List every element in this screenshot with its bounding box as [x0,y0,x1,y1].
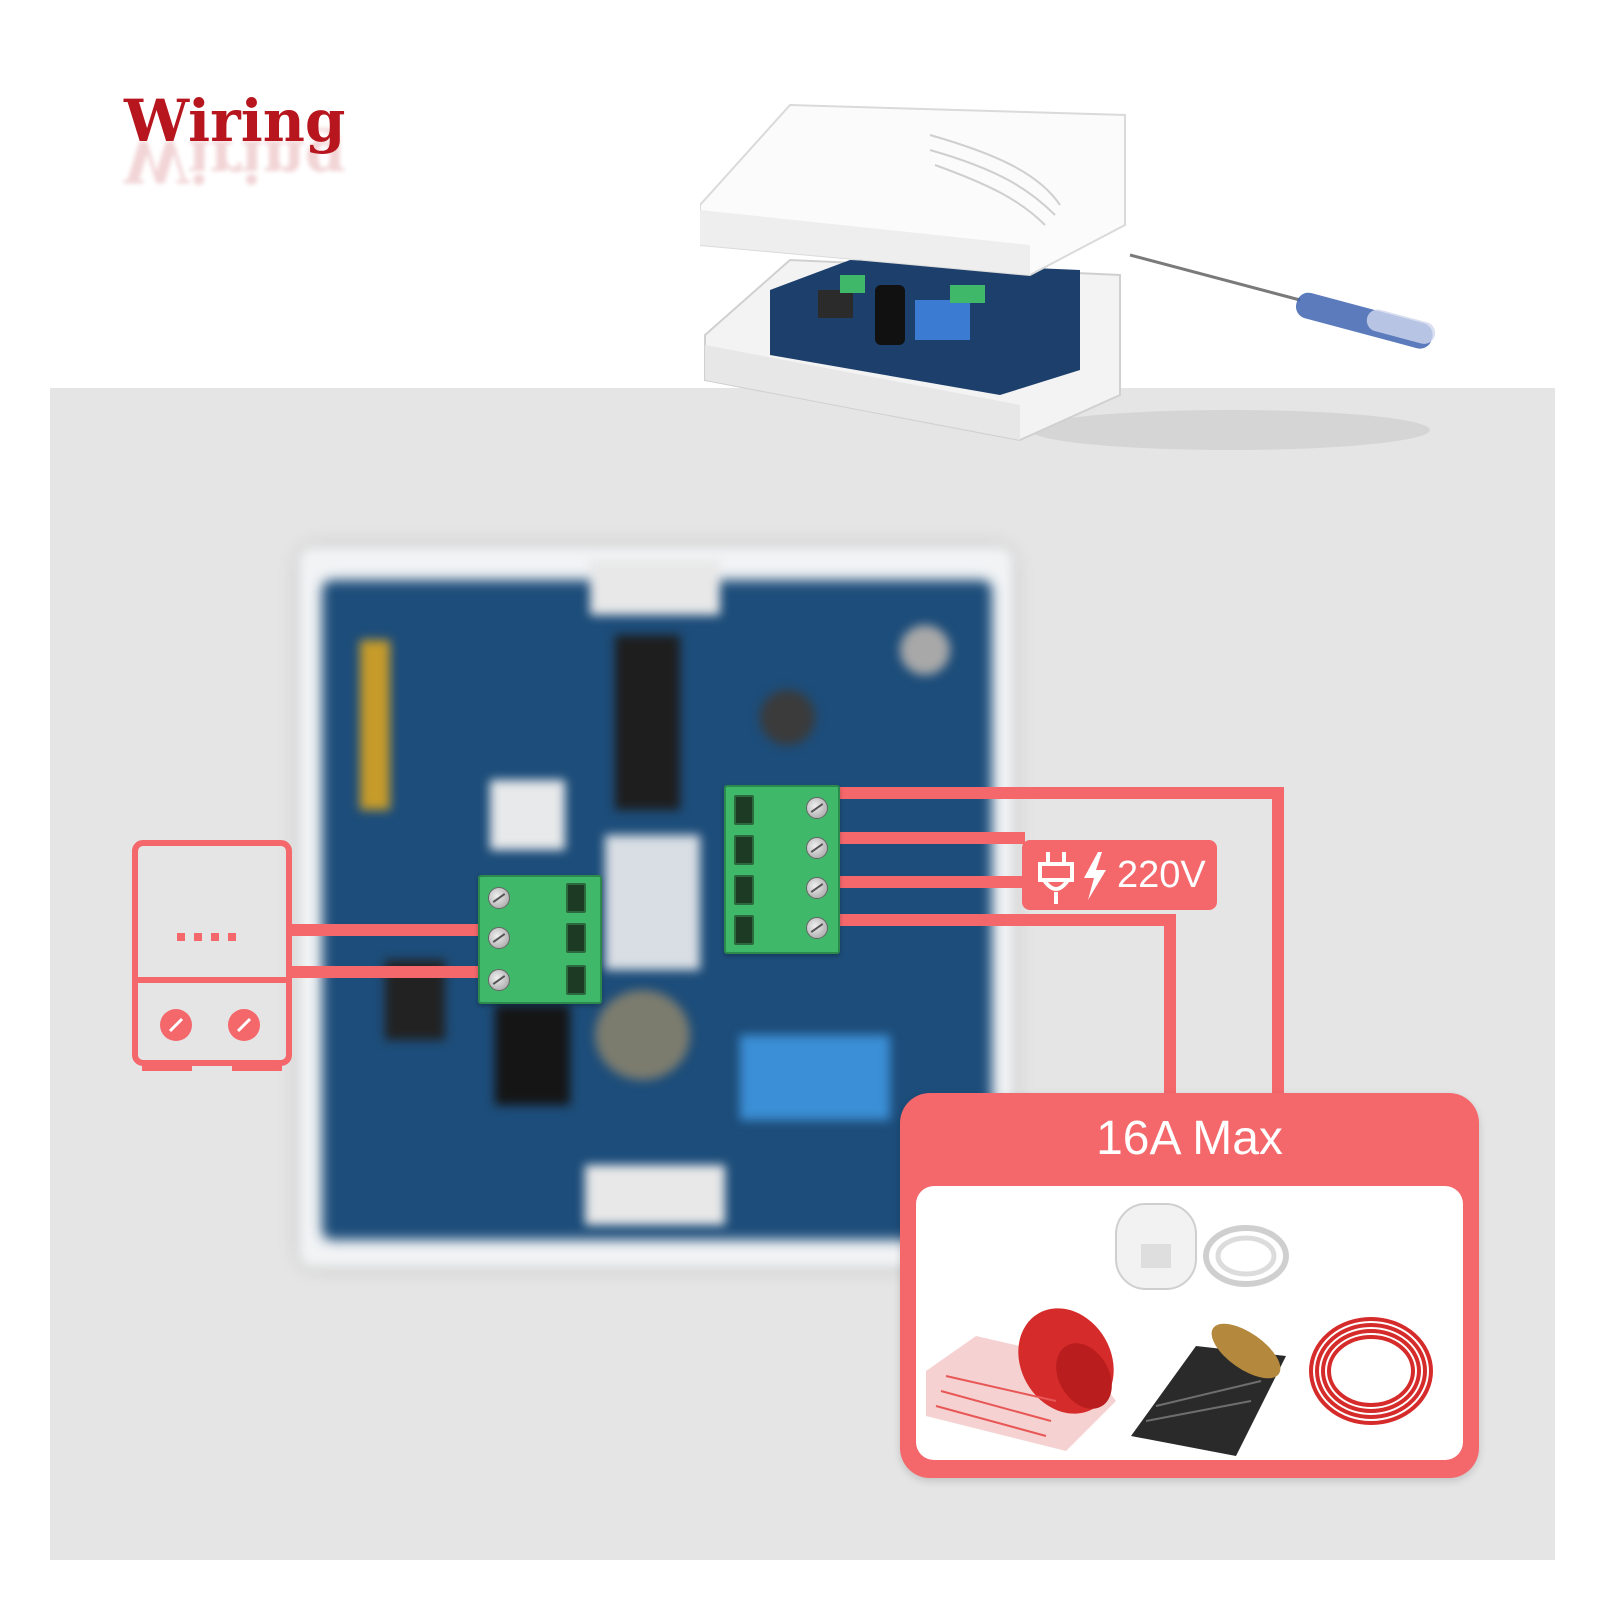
lid-edge [700,210,1030,275]
pcb-relay [818,290,853,318]
terminal-slot [566,923,586,953]
actuator-valve-icon [1115,1203,1289,1290]
pcb-white-part [490,780,565,850]
pcb-terminal-1 [840,275,865,293]
pcb-antenna [360,640,390,810]
heating-film-roll-icon [1131,1323,1286,1456]
wire-line-4 [815,914,1176,1100]
pcb-blue-relay [740,1035,890,1120]
boiler-device-icon [132,840,292,1071]
wire-line-1 [815,787,1284,1100]
terminal-screw[interactable] [806,837,828,859]
terminal-screw[interactable] [488,927,510,949]
screwdriver-handle-end [1366,309,1436,344]
voltage-label: 220V [1117,854,1206,896]
heating-cable-coil-icon [1309,1317,1433,1425]
pcb-relay-left [495,1005,570,1105]
thermostat-product-photo [700,103,1436,450]
pcb-terminal-2 [950,285,985,303]
pcb-bottom-connector [585,1165,725,1225]
load-items-panel [916,1186,1463,1460]
housing-front-wall [705,345,1020,440]
screwdriver-shaft [1129,253,1301,302]
terminal-screw[interactable] [806,797,828,819]
power-badge: 220V [1022,840,1217,910]
pcb-capacitor-top [900,625,950,675]
plug-icon [1038,852,1074,904]
lid-wave-pattern [929,134,1061,226]
lightning-icon [1084,852,1106,900]
terminal-slot [734,795,754,825]
pcb-inductor [760,690,815,745]
photo-shadow [1030,410,1430,450]
heating-mat-roll-icon [926,1308,1116,1451]
terminal-block-power[interactable] [724,785,840,954]
terminal-slot [734,915,754,945]
max-current-label: 16A Max [1096,1112,1283,1165]
terminal-slot [734,875,754,905]
pcb-socket [615,635,680,810]
terminal-screw[interactable] [488,887,510,909]
pcb-window [605,835,700,970]
pcb-blue-relay [915,300,970,340]
terminal-screw[interactable] [806,917,828,939]
load-items-illustration [926,1203,1433,1456]
pcb-round-part [595,990,690,1080]
terminal-slot [566,883,586,913]
pcb-capacitor [875,285,905,345]
terminal-block-sensor[interactable] [478,875,602,1004]
terminal-slot [734,835,754,865]
terminal-screw[interactable] [806,877,828,899]
terminal-slot [566,965,586,995]
diagram-title: Wiring [124,87,346,155]
terminal-screw[interactable] [488,969,510,991]
load-box: 16A Max [900,1093,1479,1478]
pcb-top-connector [590,560,720,615]
